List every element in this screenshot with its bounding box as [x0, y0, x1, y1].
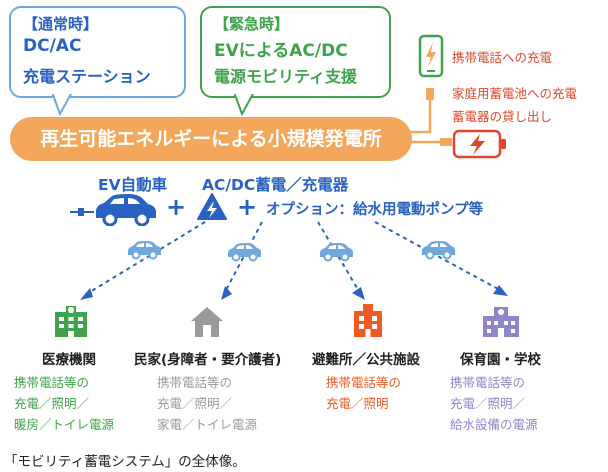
- emergency-tag: 【緊急時】: [214, 15, 290, 33]
- normal-bubble: 【通常時】 DC/AC 充電ステーション: [9, 6, 186, 98]
- facility-desc-line: 充電／照明: [326, 396, 389, 411]
- facility-name-shelter: 避難所／公共施設: [312, 352, 420, 368]
- hospital-icon: [55, 306, 87, 337]
- facility-desc-shelter: 携帯電話等の 充電／照明: [326, 372, 401, 414]
- emergency-bubble: 【緊急時】 EVによるAC/DC 電源モビリティ支援: [200, 6, 391, 98]
- power-plant-banner: 再生可能エネルギーによる小規模発電所: [10, 117, 412, 161]
- small-car-icon-3: [320, 243, 353, 262]
- option-label: オプション：給水用電動ポンプ等: [266, 202, 484, 218]
- facility-desc-line: 暖房／トイレ電源: [14, 417, 115, 432]
- ev-label: EV自動車: [98, 176, 168, 194]
- caption: 「モビリティ蓄電システム」の全体像。: [4, 454, 246, 470]
- facility-desc-school: 携帯電話等の 充電／照明／ 給水設備の電源: [450, 372, 538, 435]
- normal-tag: 【通常時】: [23, 15, 99, 33]
- home-storage-line2: 蓄電器の貸し出し: [452, 109, 553, 124]
- facility-desc-line: 充電／照明／: [450, 396, 526, 411]
- facility-desc-house: 携帯電話等の 充電／照明／ 家電／トイレ電源: [157, 372, 257, 435]
- facility-desc-line: 給水設備の電源: [450, 417, 538, 432]
- plus-sign-1: +: [166, 193, 187, 221]
- emergency-bubble-tail: [233, 94, 255, 116]
- ev-car-icon: [70, 194, 156, 226]
- small-car-icon-1: [128, 241, 161, 260]
- charging-cables: [410, 88, 452, 146]
- facility-name-school: 保育園・学校: [460, 352, 541, 368]
- shelter-icon: [354, 304, 382, 337]
- facility-desc-line: 家電／トイレ電源: [157, 417, 258, 432]
- facility-desc-line: 携帯電話等の: [326, 375, 402, 390]
- emergency-line2: 電源モビリティ支援: [214, 67, 358, 86]
- school-icon: [483, 307, 519, 337]
- small-car-icon-2: [228, 243, 261, 262]
- facility-desc-line: 携帯電話等の: [14, 375, 90, 390]
- facility-desc-line: 携帯電話等の: [450, 375, 526, 390]
- facility-desc-line: 携帯電話等の: [157, 375, 233, 390]
- normal-line2: 充電ステーション: [23, 67, 151, 86]
- facility-desc-hospital: 携帯電話等の 充電／照明／ 暖房／トイレ電源: [14, 372, 114, 435]
- normal-bubble-tail: [51, 94, 73, 116]
- facility-desc-line: 充電／照明／: [157, 396, 233, 411]
- charger-icon: [197, 193, 227, 220]
- facility-name-hospital: 医療機関: [42, 352, 96, 368]
- home-storage-line1: 家庭用蓄電池への充電: [452, 86, 578, 101]
- charger-label: AC/DC蓄電／充電器: [202, 176, 349, 194]
- facility-desc-line: 充電／照明／: [14, 396, 90, 411]
- emergency-line1: EVによるAC/DC: [214, 41, 348, 61]
- smartphone-icon: [418, 34, 444, 78]
- battery-icon: [452, 129, 506, 159]
- small-car-icon-4: [422, 241, 455, 260]
- plus-sign-2: +: [237, 193, 258, 221]
- facility-name-house: 民家(身障者・要介護者): [134, 352, 282, 368]
- normal-line1: DC/AC: [23, 36, 82, 56]
- phone-charge-label: 携帯電話への充電: [452, 50, 553, 65]
- house-icon: [191, 307, 223, 337]
